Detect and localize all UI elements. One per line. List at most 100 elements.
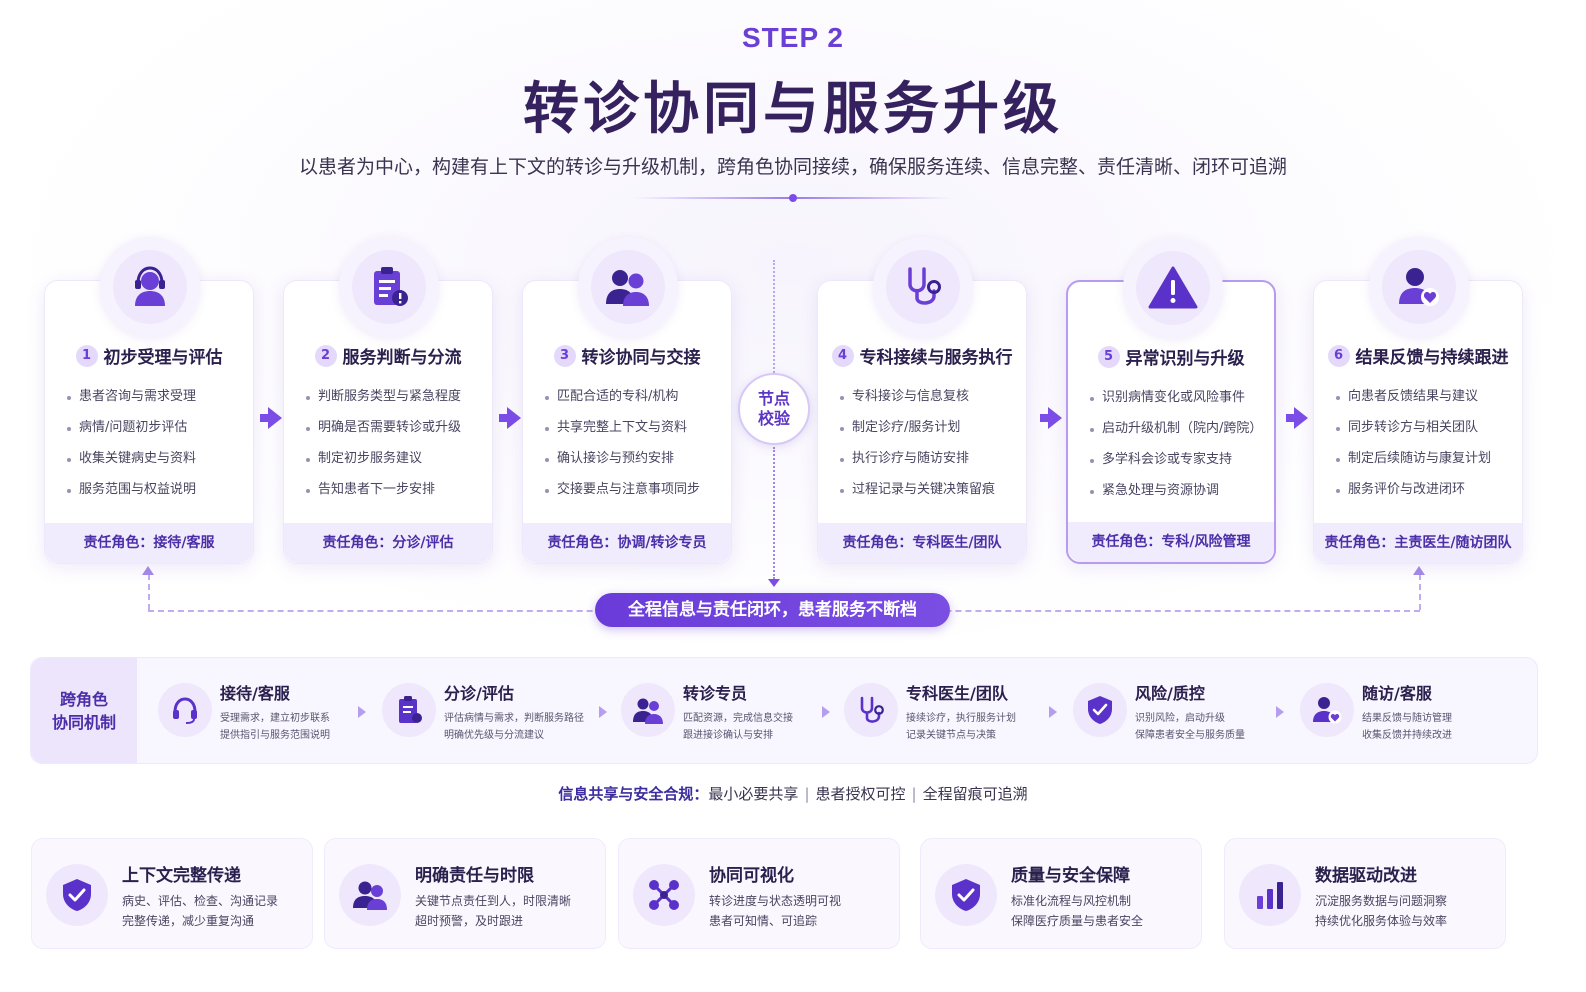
role-desc-line: 收集反馈并持续改进 — [1362, 730, 1452, 741]
list-item: 制定后续随访与康复计划 — [1334, 449, 1520, 480]
step-item-list: 患者咨询与需求受理 病情/问题初步评估 收集关键病史与资料 服务范围与权益说明 — [65, 387, 251, 511]
step-header: 5 异常识别与升级 — [1068, 344, 1274, 369]
step-title: 专科接续与服务执行 — [859, 348, 1013, 368]
feature-desc-line: 超时预警，及时跟进 — [415, 914, 524, 928]
list-item: 制定初步服务建议 — [304, 449, 490, 480]
shield-check-icon — [46, 864, 108, 926]
step-title: 异常识别与升级 — [1125, 349, 1245, 369]
role-description: 受理需求，建立初步联系 提供指引与服务范围说明 — [220, 710, 330, 744]
list-item: 共享完整上下文与资料 — [543, 418, 729, 449]
info-line-separator: | — [804, 785, 810, 803]
role-arrow-icon — [358, 706, 366, 718]
step-role: 责任角色：协调/转诊专员 — [523, 523, 731, 563]
role-description: 识别风险，启动升级 保障患者安全与服务质量 — [1135, 710, 1245, 744]
step-header: 3 转诊协同与交接 — [523, 343, 731, 368]
role-desc-line: 记录关键节点与决策 — [906, 730, 996, 741]
list-item: 专科接诊与信息复核 — [838, 387, 1024, 418]
list-item: 多学科会诊或专家支持 — [1088, 450, 1274, 481]
feature-desc-line: 患者可知情、可追踪 — [709, 914, 818, 928]
step-number: 5 — [1097, 345, 1120, 368]
stethoscope-icon — [844, 683, 898, 737]
role-desc-line: 匹配资源，完成信息交接 — [683, 713, 793, 724]
feature-desc-line: 沉淀服务数据与问题洞察 — [1315, 894, 1448, 908]
shield-icon — [1073, 683, 1127, 737]
feature-desc-line: 病史、评估、检查、沟通记录 — [122, 894, 279, 908]
clipboard-alert-icon — [352, 250, 426, 324]
feature-desc-line: 标准化流程与风控机制 — [1011, 894, 1132, 908]
flow-arrow-icon — [1040, 407, 1062, 429]
role-item-triage: 分诊/评估 评估病情与需求，判断服务路径 明确优先级与分流建议 — [382, 658, 602, 763]
feature-desc-line: 关键节点责任到人，时限清晰 — [415, 894, 572, 908]
list-item: 明确是否需要转诊或升级 — [304, 418, 490, 449]
title-divider-dot — [789, 194, 797, 202]
step-title: 转诊协同与交接 — [581, 348, 701, 368]
clipboard-icon — [382, 683, 436, 737]
step-icon-circle — [100, 237, 200, 337]
role-item-risk: 风险/质控 识别风险，启动升级 保障患者安全与服务质量 — [1073, 658, 1293, 763]
checkpoint-connector-bottom — [773, 447, 775, 579]
step-icon-circle — [1123, 238, 1223, 338]
header: STEP 2 转诊协同与服务升级 以患者为中心，构建有上下文的转诊与升级机制，跨… — [0, 0, 1586, 210]
info-line-part: 患者授权可控 — [815, 785, 906, 803]
role-desc-line: 评估病情与需求，判断服务路径 — [444, 713, 584, 724]
flow-arrow-icon — [499, 407, 521, 429]
role-arrow-icon — [599, 706, 607, 718]
step-item-list: 向患者反馈结果与建议 同步转诊方与相关团队 制定后续随访与康复计划 服务评价与改… — [1334, 387, 1520, 511]
list-item: 向患者反馈结果与建议 — [1334, 387, 1520, 418]
warning-icon — [1136, 251, 1210, 325]
role-title: 风险/质控 — [1135, 684, 1205, 703]
feature-title: 数据驱动改进 — [1315, 866, 1417, 886]
step-icon-circle — [578, 237, 678, 337]
loop-connector-right — [1419, 574, 1421, 610]
step-number: 6 — [1327, 344, 1350, 367]
role-item-reception: 接待/客服 受理需求，建立初步联系 提供指引与服务范围说明 — [158, 658, 378, 763]
headset-icon — [158, 683, 212, 737]
step-header: 6 结果反馈与持续跟进 — [1314, 343, 1522, 368]
role-title: 随访/客服 — [1362, 684, 1432, 703]
list-item: 执行诊疗与随访安排 — [838, 449, 1024, 480]
step-number: 3 — [553, 344, 576, 367]
list-item: 匹配合适的专科/机构 — [543, 387, 729, 418]
feature-card-visualization: 协同可视化 转诊进度与状态透明可视 患者可知情、可追踪 — [618, 838, 900, 949]
feature-title: 质量与安全保障 — [1011, 866, 1130, 886]
list-item: 过程记录与关键决策留痕 — [838, 480, 1024, 511]
step-card-4: 4 专科接续与服务执行 专科接诊与信息复核 制定诊疗/服务计划 执行诊疗与随访安… — [817, 237, 1027, 564]
list-item: 收集关键病史与资料 — [65, 449, 251, 480]
role-description: 结果反馈与随访管理 收集反馈并持续改进 — [1362, 710, 1452, 744]
checkpoint-connector-top — [773, 260, 775, 373]
step-card-5: 5 异常识别与升级 识别病情变化或风险事件 启动升级机制（院内/跨院） 多学科会… — [1066, 238, 1276, 564]
role-title: 转诊专员 — [683, 684, 748, 703]
role-title: 接待/客服 — [220, 684, 290, 703]
role-panel-label-line1: 跨角色 — [59, 689, 108, 709]
feature-card-quality: 质量与安全保障 标准化流程与风控机制 保障医疗质量与患者安全 — [920, 838, 1202, 949]
role-item-specialist: 专科医生/团队 接续诊疗，执行服务计划 记录关键节点与决策 — [844, 658, 1064, 763]
step-item-list: 专科接诊与信息复核 制定诊疗/服务计划 执行诊疗与随访安排 过程记录与关键决策留… — [838, 387, 1024, 511]
feature-card-responsibility: 明确责任与时限 关键节点责任到人，时限清晰 超时预警，及时跟进 — [324, 838, 606, 949]
list-item: 启动升级机制（院内/跨院） — [1088, 419, 1274, 450]
role-desc-line: 提供指引与服务范围说明 — [220, 730, 330, 741]
step-title: 服务判断与分流 — [342, 348, 462, 368]
list-item: 患者咨询与需求受理 — [65, 387, 251, 418]
role-collaboration-panel: 跨角色 协同机制 接待/客服 受理需求，建立初步联系 提供指引与服务范围说明 — [30, 657, 1538, 764]
step-card-1: 1 初步受理与评估 患者咨询与需求受理 病情/问题初步评估 收集关键病史与资料 … — [44, 237, 254, 564]
feature-description: 沉淀服务数据与问题洞察 持续优化服务体验与效率 — [1315, 891, 1447, 931]
checkpoint-label-line1: 节点 — [757, 389, 790, 408]
role-arrow-icon — [1276, 706, 1284, 718]
step-card-3: 3 转诊协同与交接 匹配合适的专科/机构 共享完整上下文与资料 确认接诊与预约安… — [522, 237, 732, 564]
role-desc-line: 接续诊疗，执行服务计划 — [906, 713, 1016, 724]
role-description: 接续诊疗，执行服务计划 记录关键节点与决策 — [906, 710, 1016, 744]
list-item: 确认接诊与预约安排 — [543, 449, 729, 480]
feature-desc-line: 转诊进度与状态透明可视 — [709, 894, 842, 908]
people-icon — [339, 864, 401, 926]
list-item: 服务范围与权益说明 — [65, 480, 251, 511]
role-description: 评估病情与需求，判断服务路径 明确优先级与分流建议 — [444, 710, 584, 744]
role-description: 匹配资源，完成信息交接 跟进接诊确认与安排 — [683, 710, 793, 744]
feature-description: 病史、评估、检查、沟通记录 完整传递，减少重复沟通 — [122, 891, 278, 931]
step-header: 2 服务判断与分流 — [284, 343, 492, 368]
step-title: 初步受理与评估 — [103, 348, 223, 368]
feature-card-data: 数据驱动改进 沉淀服务数据与问题洞察 持续优化服务体验与效率 — [1224, 838, 1506, 949]
team-icon — [621, 683, 675, 737]
info-line-part: 最小必要共享 — [708, 785, 799, 803]
user-heart-icon — [1300, 683, 1354, 737]
feature-card-context: 上下文完整传递 病史、评估、检查、沟通记录 完整传递，减少重复沟通 — [31, 838, 313, 949]
